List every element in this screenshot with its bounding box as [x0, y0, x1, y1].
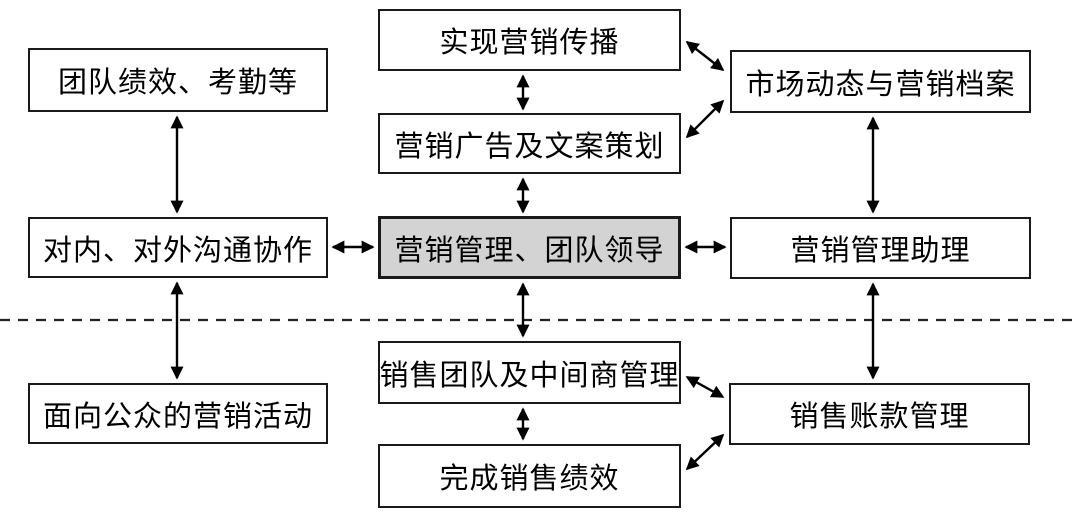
arrow-salesteam-to-accounts: [685, 375, 725, 399]
node-marketing-management-leader: 营销管理、团队领导: [378, 216, 681, 279]
arrow-copywriting-to-dynamics: [685, 99, 725, 139]
node-market-dynamics-archive: 市场动态与营销档案: [730, 50, 1031, 113]
arrow-perf-to-accounts: [685, 433, 725, 471]
node-ad-copywriting: 营销广告及文案策划: [378, 113, 681, 174]
node-team-performance: 团队绩效、考勤等: [28, 48, 328, 112]
node-internal-external-communication: 对内、对外沟通协作: [28, 217, 328, 278]
node-sales-team-middleman: 销售团队及中间商管理: [378, 341, 681, 404]
node-sales-accounts-management: 销售账款管理: [729, 383, 1030, 445]
node-marketing-communication: 实现营销传播: [378, 9, 681, 71]
node-marketing-assistant: 营销管理助理: [730, 217, 1031, 279]
node-sales-performance: 完成销售绩效: [378, 444, 681, 508]
node-public-marketing-activity: 面向公众的营销活动: [28, 383, 328, 444]
arrow-comm-to-dynamics: [685, 41, 725, 71]
